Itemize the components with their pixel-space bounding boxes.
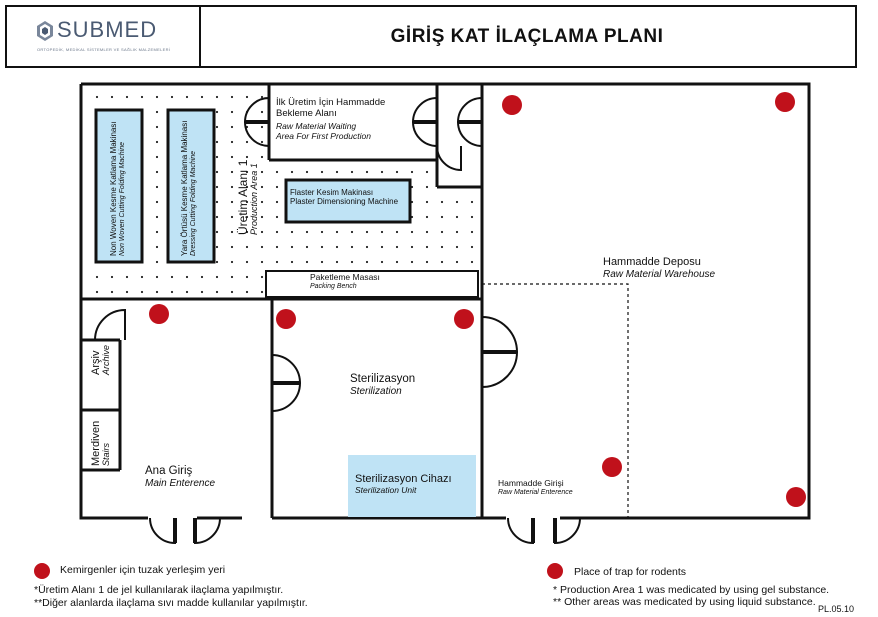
trap-marker [502, 95, 522, 115]
trap-marker [276, 309, 296, 329]
document-code: PL.05.10 [818, 604, 855, 614]
sterilization-unit [348, 455, 476, 517]
legend-right-label: Place of trap for rodents [574, 566, 687, 578]
trap-marker [786, 487, 806, 507]
logo-subtitle: ORTOPEDİK, MEDİKAL SİSTEMLER VE SAĞLIK M… [37, 47, 171, 52]
sterilization-label: Sterilizasyon Sterilization [350, 373, 416, 398]
raw-waiting-label: İlk Üretim İçin Hammadde Bekleme Alanı R… [276, 97, 386, 141]
nonwoven-label: Non Woven Kesme Katlama Makinası Non Wov… [109, 121, 126, 256]
trap-marker [775, 92, 795, 112]
legend-left-label: Kemirgenler için tuzak yerleşim yeri [60, 564, 226, 576]
archive-label: Arşiv Archive [90, 344, 112, 375]
outer-wall [79, 82, 811, 520]
header: SUBMED ORTOPEDİK, MEDİKAL SİSTEMLER VE S… [5, 5, 857, 68]
warehouse-label: Hammadde Deposu Raw Material Warehouse [603, 256, 716, 280]
packing-bench [265, 270, 479, 298]
legend-right-note-1: * Production Area 1 was medicated by usi… [553, 584, 830, 596]
page-title: GİRİŞ KAT İLAÇLAMA PLANI [390, 25, 664, 47]
legend-left-note-2: **Diğer alanlarda ilaçlama sıvı madde ku… [34, 597, 308, 609]
logo-text: SUBMED [57, 17, 158, 42]
plaster-machine [284, 178, 412, 224]
trap-marker [149, 304, 169, 324]
plaster-machine-label: Flaster Kesim Makinası Plaster Dimension… [290, 188, 399, 207]
legend-left-note-1: *Üretim Alanı 1 de jel kullanılarak ilaç… [34, 584, 284, 596]
main-entrance-label: Ana Giriş Main Enterence [145, 465, 216, 490]
dressing-label: Yara Örtüsü Kesme Katlama Makinası Dress… [180, 120, 197, 256]
trap-marker [454, 309, 474, 329]
logo: SUBMED ORTOPEDİK, MEDİKAL SİSTEMLER VE S… [7, 7, 201, 66]
dressing-machine [166, 108, 216, 264]
warehouse-partition [482, 283, 629, 518]
stairs-label: Merdiven Stairs [90, 420, 112, 466]
legend-right-note-2: ** Other areas was medicated by using li… [553, 596, 816, 608]
trap-marker [602, 457, 622, 477]
legend-trap-icon [34, 563, 50, 579]
logo-mark-icon [37, 21, 53, 41]
sterilization-unit-label: Sterilizasyon Cihazı Sterilization Unit [355, 473, 452, 495]
nonwoven-machine [94, 108, 144, 264]
packing-bench-label: Paketleme Masası Packing Bench [310, 272, 380, 290]
production-area-label: Üretim Alanı 1 Production Area 1 [236, 159, 260, 235]
legend-trap-icon [547, 563, 563, 579]
raw-entrance-label: Hammadde Girişi Raw Material Enterence [498, 478, 573, 496]
